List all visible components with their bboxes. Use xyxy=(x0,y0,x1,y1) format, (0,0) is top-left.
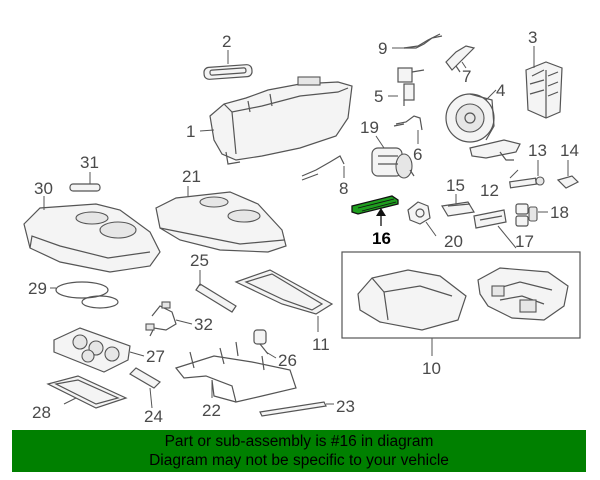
part-28-filter-pad xyxy=(46,375,128,409)
part-30-tray xyxy=(23,203,161,273)
part-3-filter-housing xyxy=(525,61,563,119)
part-22-bracket xyxy=(174,341,297,403)
part-9-hose xyxy=(403,33,443,49)
label-part-3: 3 xyxy=(528,28,537,47)
label-part-14: 14 xyxy=(560,141,579,160)
part-19-motor xyxy=(371,147,415,179)
part-7-duct xyxy=(445,45,476,73)
part-27-vent xyxy=(53,327,131,373)
label-part-13: 13 xyxy=(528,141,547,160)
label-part-23: 23 xyxy=(336,397,355,416)
banner-line-1: Part or sub-assembly is #16 in diagram xyxy=(164,433,434,450)
label-part-10: 10 xyxy=(422,359,441,378)
part-12-bracket xyxy=(469,139,521,161)
part-16-highlighted xyxy=(351,195,399,226)
label-part-19: 19 xyxy=(360,118,379,137)
label-part-25: 25 xyxy=(190,251,209,270)
part-17-filter-element xyxy=(473,209,507,229)
part-10-assembly-box xyxy=(341,251,581,339)
part-8-tube xyxy=(301,155,345,181)
label-part-32: 32 xyxy=(194,315,213,334)
label-part-11: 11 xyxy=(312,335,330,354)
part-18-knobs xyxy=(515,203,538,227)
label-part-17: 17 xyxy=(515,232,534,251)
part-26-knob xyxy=(253,329,269,355)
part-32-wiring xyxy=(145,301,177,337)
label-part-7: 7 xyxy=(462,67,471,86)
label-part-16: 16 xyxy=(372,229,391,248)
part-14-clip xyxy=(556,175,580,189)
label-part-9: 9 xyxy=(378,39,387,58)
label-part-27: 27 xyxy=(146,347,165,366)
parts-diagram: 2 1 3 9 7 5 4 6 19 8 12 13 14 15 16 20 1… xyxy=(23,28,581,426)
label-part-4: 4 xyxy=(496,81,505,100)
label-part-21: 21 xyxy=(182,167,201,186)
part-29-ring xyxy=(55,281,119,309)
label-part-30: 30 xyxy=(34,179,53,198)
banner-line-2: Diagram may not be specific to your vehi… xyxy=(149,452,449,469)
label-part-22: 22 xyxy=(202,401,221,420)
label-part-24: 24 xyxy=(144,407,163,426)
part-11-frame xyxy=(234,269,334,315)
label-part-31: 31 xyxy=(80,153,99,172)
part-2-gasket xyxy=(203,64,253,80)
part-31-pin xyxy=(69,183,101,192)
label-part-29: 29 xyxy=(28,279,47,298)
part-4-blower xyxy=(445,93,495,143)
part-24-rod xyxy=(129,367,161,389)
part-21-console-top xyxy=(155,191,287,253)
label-part-26: 26 xyxy=(278,351,297,370)
label-part-20: 20 xyxy=(444,232,463,251)
part-13-sensor xyxy=(509,176,545,189)
label-part-1: 1 xyxy=(186,122,195,141)
info-banner: Part or sub-assembly is #16 in diagram D… xyxy=(12,430,586,472)
leader-lines xyxy=(43,46,569,409)
part-6-pipe xyxy=(393,115,423,131)
label-part-6: 6 xyxy=(413,145,422,164)
label-part-28: 28 xyxy=(32,403,51,422)
part-16-shape xyxy=(351,195,399,215)
label-part-12: 12 xyxy=(480,181,499,200)
part-20-actuator xyxy=(407,201,431,225)
label-part-8: 8 xyxy=(339,179,348,198)
label-part-15: 15 xyxy=(446,176,465,195)
part-23-rod xyxy=(259,401,327,417)
part-1-housing xyxy=(209,76,353,165)
label-part-2: 2 xyxy=(222,32,231,51)
label-part-18: 18 xyxy=(550,203,569,222)
part-25-rod xyxy=(195,283,237,313)
label-part-5: 5 xyxy=(374,87,383,106)
part-labels: 2 1 3 9 7 5 4 6 19 8 12 13 14 15 16 20 1… xyxy=(28,28,579,426)
part-15-filter xyxy=(441,201,475,217)
part-5-valve xyxy=(397,67,425,106)
